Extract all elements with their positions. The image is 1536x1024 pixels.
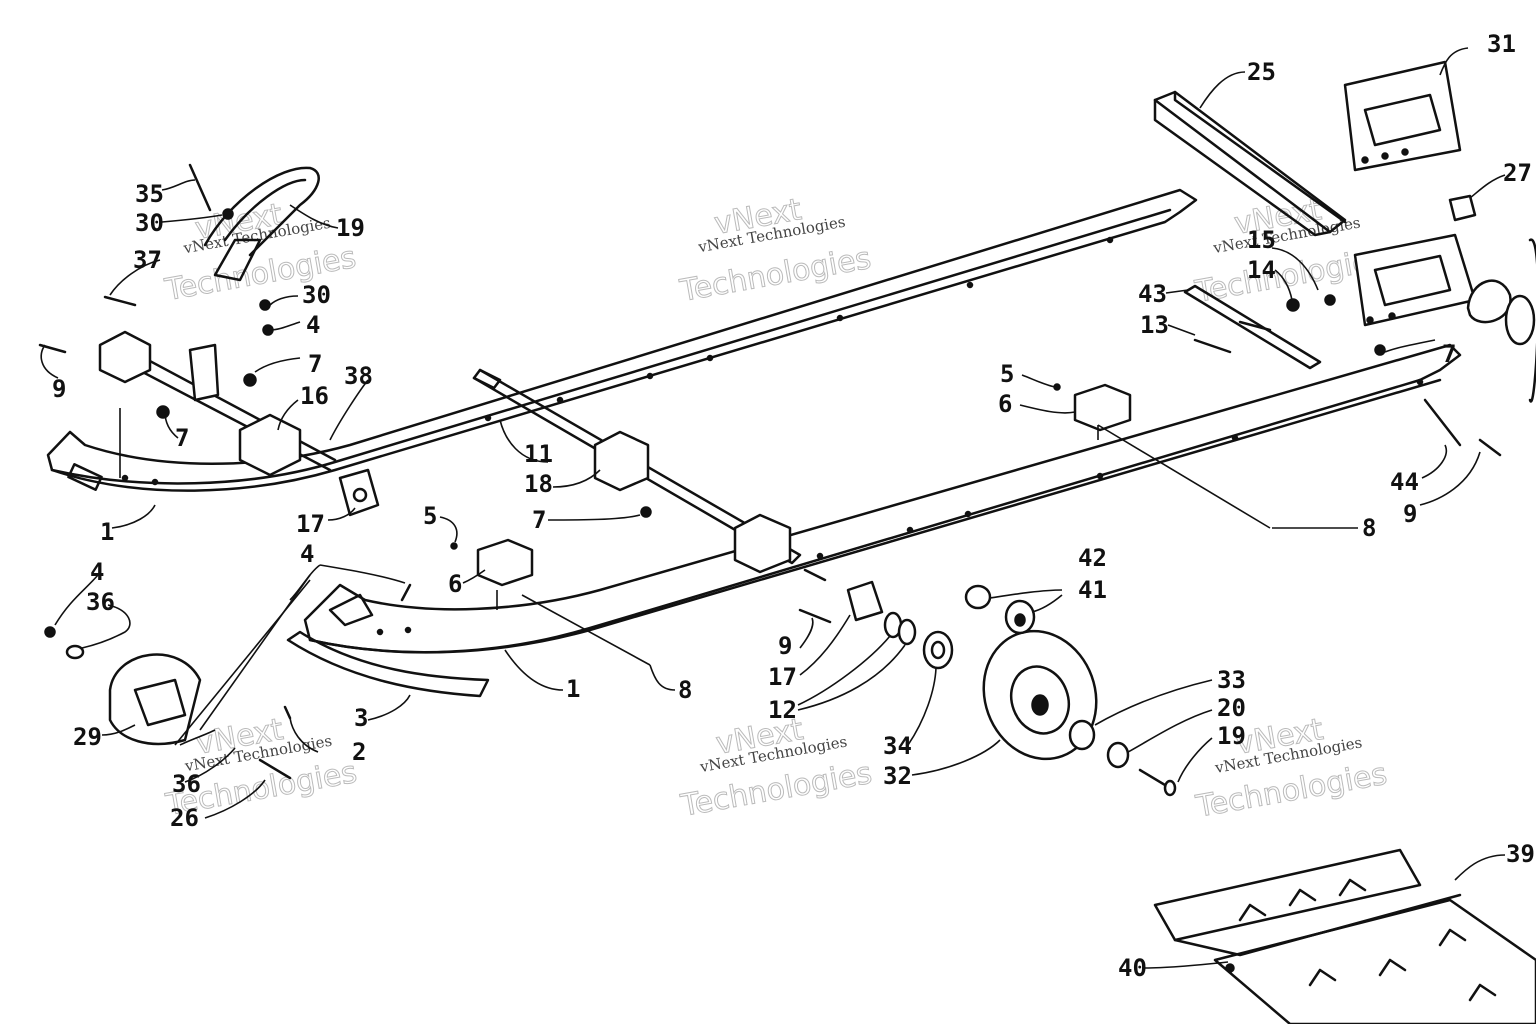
bearing-41 bbox=[1004, 599, 1036, 635]
callout-7-b: 7 bbox=[175, 424, 189, 452]
callout-1-rear: 1 bbox=[100, 518, 114, 546]
callout-7-c: 7 bbox=[532, 506, 546, 534]
callout-34: 34 bbox=[883, 732, 912, 760]
shaft-rod-43 bbox=[1183, 284, 1322, 370]
bearing-34 bbox=[922, 630, 954, 670]
callout-11: 11 bbox=[524, 440, 553, 468]
callout-20: 20 bbox=[1217, 694, 1246, 722]
callout-6-right: 6 bbox=[998, 390, 1012, 418]
bogie-wheel-32 bbox=[982, 629, 1098, 761]
rear-bracket-31 bbox=[1343, 60, 1462, 172]
wear-strip bbox=[286, 630, 490, 698]
spacer-12 bbox=[883, 611, 917, 646]
callout-9-b: 9 bbox=[778, 632, 792, 660]
callout-43: 43 bbox=[1138, 280, 1167, 308]
callout-36-a: 36 bbox=[86, 588, 115, 616]
callout-29: 29 bbox=[73, 723, 102, 751]
callout-37: 37 bbox=[133, 246, 162, 274]
callout-18: 18 bbox=[524, 470, 553, 498]
rear-cross-shaft bbox=[1153, 90, 1347, 237]
callout-9-a: 9 bbox=[52, 375, 66, 403]
callout-30-b: 30 bbox=[302, 281, 331, 309]
rear-idler-wheel bbox=[1466, 238, 1536, 403]
callout-14: 14 bbox=[1247, 256, 1276, 284]
callout-15: 15 bbox=[1247, 226, 1276, 254]
callout-41: 41 bbox=[1078, 576, 1107, 604]
block-6-right bbox=[1073, 383, 1132, 432]
callout-16: 16 bbox=[300, 382, 329, 410]
callout-27: 27 bbox=[1503, 159, 1532, 187]
callout-2: 2 bbox=[352, 738, 366, 766]
callout-12: 12 bbox=[768, 696, 797, 724]
callout-33: 33 bbox=[1217, 666, 1246, 694]
bumper-17-left bbox=[338, 468, 380, 517]
callouts: 1 1 2 3 4 4 4 5 5 6 6 7 7 7 7 8 8 9 9 9 … bbox=[52, 30, 1535, 982]
callout-5-left: 5 bbox=[423, 502, 437, 530]
callout-30-a: 30 bbox=[135, 209, 164, 237]
front-arm-assembly bbox=[98, 238, 337, 477]
watermark-2: vNext vNext Technologies Technologies bbox=[676, 192, 874, 310]
callout-7-d: 7 bbox=[1442, 340, 1456, 368]
callout-4-a: 4 bbox=[300, 540, 314, 568]
block-6-left bbox=[476, 538, 534, 587]
wheel-hardware bbox=[1068, 719, 1177, 797]
callout-4-c: 4 bbox=[306, 311, 320, 339]
front-slide-rail bbox=[303, 343, 1462, 654]
callout-6-left: 6 bbox=[448, 570, 462, 598]
callout-26: 26 bbox=[170, 804, 199, 832]
callout-8-left: 8 bbox=[678, 676, 692, 704]
callout-13: 13 bbox=[1140, 311, 1169, 339]
callout-42: 42 bbox=[1078, 544, 1107, 572]
callout-17-left: 17 bbox=[296, 510, 325, 538]
callout-32: 32 bbox=[883, 762, 912, 790]
watermark-6: vNext vNext Technologies Technologies bbox=[1192, 712, 1390, 826]
fastener-set bbox=[38, 163, 1502, 780]
callout-44: 44 bbox=[1390, 468, 1419, 496]
callout-38: 38 bbox=[344, 362, 373, 390]
callout-7-a: 7 bbox=[308, 350, 322, 378]
watermark-3: vNext vNext Technologies Technologies bbox=[1191, 192, 1389, 311]
callout-3: 3 bbox=[354, 704, 368, 732]
callout-1-front: 1 bbox=[566, 675, 580, 703]
callout-31: 31 bbox=[1487, 30, 1516, 58]
callout-17-right: 17 bbox=[768, 663, 797, 691]
track-section bbox=[1153, 848, 1536, 1024]
callout-40: 40 bbox=[1118, 954, 1147, 982]
cap-27 bbox=[1448, 194, 1477, 222]
callout-35: 35 bbox=[135, 180, 164, 208]
rear-slide-rail bbox=[46, 188, 1198, 492]
callout-19-top: 19 bbox=[336, 214, 365, 242]
callout-5-right: 5 bbox=[1000, 360, 1014, 388]
callout-19-bottom: 19 bbox=[1217, 722, 1246, 750]
callout-36-b: 36 bbox=[172, 770, 201, 798]
leader-lines bbox=[40, 47, 1506, 969]
skid-pad-29 bbox=[108, 653, 202, 746]
bumper-17-right bbox=[846, 580, 884, 622]
snap-ring-42 bbox=[964, 584, 992, 610]
callout-9-c: 9 bbox=[1403, 500, 1417, 528]
callout-4-b: 4 bbox=[90, 558, 104, 586]
callout-25: 25 bbox=[1247, 58, 1276, 86]
bushing-18 bbox=[593, 430, 792, 574]
callout-8-right: 8 bbox=[1362, 514, 1376, 542]
callout-39: 39 bbox=[1506, 840, 1535, 868]
